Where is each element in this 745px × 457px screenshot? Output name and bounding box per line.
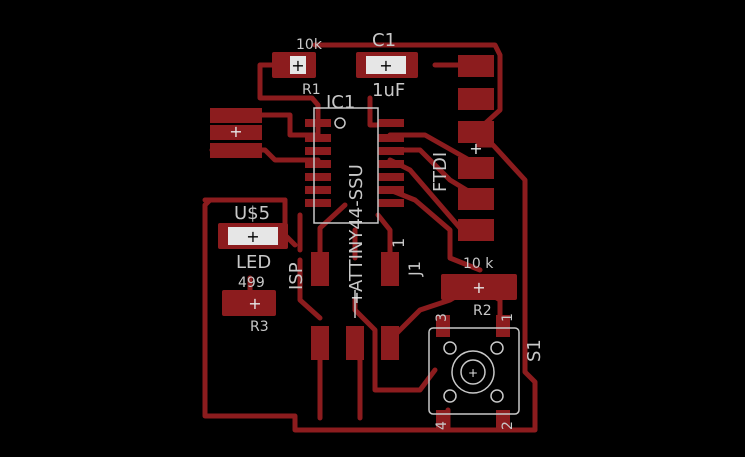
ic1-pin-l2 — [305, 134, 331, 142]
s1-pad-2 — [496, 410, 510, 432]
pad-left-1 — [210, 108, 262, 123]
s1-pad-1 — [496, 315, 510, 337]
s1-button-inner — [460, 359, 486, 385]
r1-value: 10k — [296, 37, 323, 53]
silkscreen-labels: 10k R1 C1 1uF IC1 ATTINY44-SSU FTDI U$5 … — [234, 30, 545, 430]
plus-signs: + + + — [246, 56, 392, 246]
ftdi-pad-2 — [458, 88, 494, 110]
r2-name: R2 — [473, 303, 492, 319]
ic1-pin-l7 — [305, 199, 331, 207]
r3-plus: + — [248, 294, 261, 313]
r2-plus: + — [472, 278, 485, 297]
ic1-pin-r4 — [378, 160, 404, 168]
pad-left-2 — [210, 125, 262, 140]
s1-pin3: 3 — [434, 313, 450, 322]
r3-value: 499 — [238, 275, 265, 291]
s1-pin1: 1 — [500, 313, 516, 322]
s1-pin4: 4 — [434, 421, 450, 430]
ftdi-label: FTDI — [430, 152, 451, 192]
ic1-pin-r2 — [378, 134, 404, 142]
isp-pad-5 — [381, 326, 399, 360]
header-plus: + — [229, 122, 242, 141]
r1-plus: + — [291, 56, 304, 75]
isp-pad-1 — [311, 252, 329, 286]
ftdi-plus: + — [469, 139, 482, 158]
j1-label: J1 — [405, 261, 424, 277]
isp-pad-2 — [381, 252, 399, 286]
ic1-value: ATTINY44-SSU — [346, 164, 367, 292]
led-marker — [228, 227, 278, 245]
isp-label: ISP — [286, 262, 307, 290]
isp-pad-3 — [311, 326, 329, 360]
r2-marker — [460, 278, 480, 296]
s1-button-ring — [451, 350, 495, 394]
isp-plus: + — [350, 288, 363, 307]
ic1-pin-l3 — [305, 147, 331, 155]
c1-name: C1 — [372, 30, 396, 51]
r3-marker — [238, 294, 258, 312]
isp-pad-4 — [346, 326, 364, 360]
u5-name: U$5 — [234, 203, 270, 224]
s1-outline — [428, 327, 520, 415]
pad-left-3 — [210, 143, 262, 158]
ftdi-pad-1 — [458, 55, 494, 77]
s1-pad-3 — [436, 315, 450, 337]
pad-markers — [228, 56, 480, 312]
s1-pad-4 — [436, 410, 450, 432]
ic1-outline — [313, 107, 379, 224]
ftdi-pad-3 — [458, 121, 494, 143]
s1-corner-circle — [490, 389, 504, 403]
ftdi-pad-6 — [458, 219, 494, 241]
r1-marker — [290, 56, 306, 74]
c1-marker — [366, 56, 406, 74]
s1-corner-circle — [443, 341, 457, 355]
ic1-pin-l5 — [305, 173, 331, 181]
ic1-pin-r3 — [378, 147, 404, 155]
ic1-name: IC1 — [326, 92, 355, 113]
ic1-pin-l6 — [305, 186, 331, 194]
ic1-pin-l4 — [305, 160, 331, 168]
ic1-pin-r6 — [378, 186, 404, 194]
r2-value: 10 k — [463, 256, 494, 272]
ic1-pin-r5 — [378, 173, 404, 181]
s1-plus: + — [468, 366, 478, 380]
ftdi-pad-5 — [458, 188, 494, 210]
silkscreen-outlines — [313, 107, 520, 415]
c1-plus: + — [379, 56, 392, 75]
s1-pin2: 2 — [500, 421, 516, 430]
plus-signs-light: + + + + + + — [229, 122, 485, 380]
ic1-pin-l1 — [305, 119, 331, 127]
ic1-pin1-marker — [334, 117, 346, 129]
s1-corner-circle — [490, 341, 504, 355]
r1-name: R1 — [302, 82, 321, 98]
ic1-pin-r7 — [378, 199, 404, 207]
pin1-label: 1 — [389, 238, 408, 248]
led-value: LED — [236, 252, 271, 273]
led-plus: + — [246, 227, 259, 246]
s1-label: S1 — [524, 339, 545, 362]
ftdi-pad-4 — [458, 157, 494, 179]
ic1-pin-r1 — [378, 119, 404, 127]
s1-corner-circle — [443, 389, 457, 403]
r3-name: R3 — [250, 319, 269, 335]
c1-value: 1uF — [372, 80, 405, 101]
